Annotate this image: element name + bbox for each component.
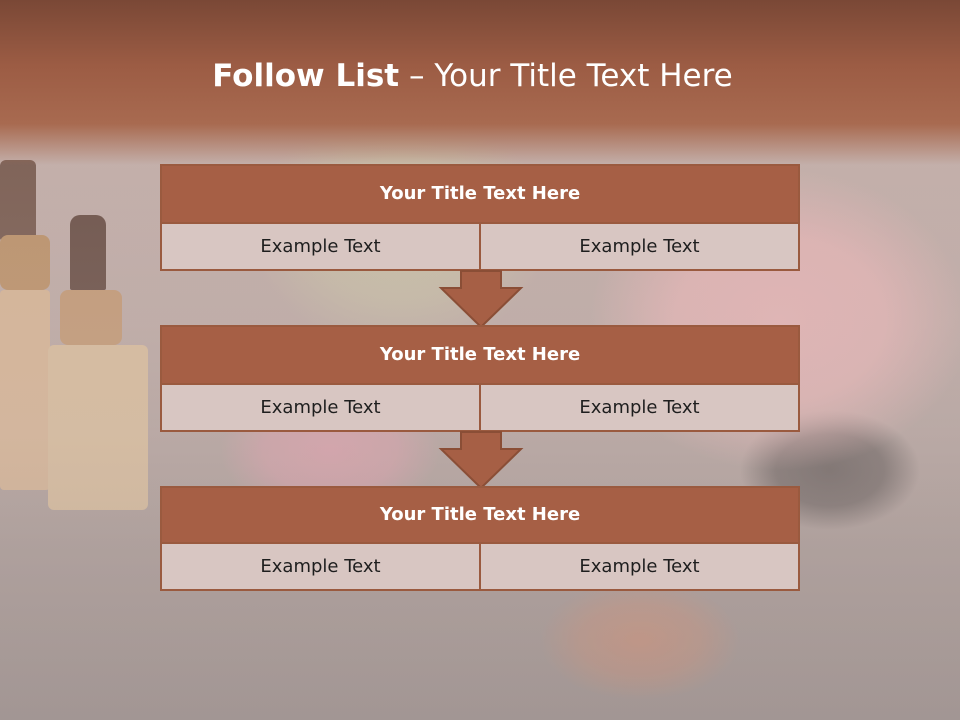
slide-title-bold: Follow List xyxy=(212,58,400,94)
step-cell-left: Example Text xyxy=(162,383,479,430)
step-row: Example Text Example Text xyxy=(162,222,798,269)
step-title: Your Title Text Here xyxy=(162,488,798,542)
step-cell-right: Example Text xyxy=(479,542,798,589)
slide-title: Follow List – Your Title Text Here xyxy=(0,52,945,100)
step-box-2: Your Title Text Here Example Text Exampl… xyxy=(160,325,800,432)
step-cell-right: Example Text xyxy=(479,383,798,430)
step-cell-left: Example Text xyxy=(162,222,479,269)
slide-title-rest: – Your Title Text Here xyxy=(399,58,733,94)
arrow-down-icon xyxy=(438,270,524,329)
step-row: Example Text Example Text xyxy=(162,542,798,589)
step-title: Your Title Text Here xyxy=(162,327,798,383)
step-cell-left: Example Text xyxy=(162,542,479,589)
step-box-3: Your Title Text Here Example Text Exampl… xyxy=(160,486,800,591)
header-band xyxy=(0,0,960,165)
step-cell-right: Example Text xyxy=(479,222,798,269)
oil-bottle-ring xyxy=(60,290,122,345)
oil-bottle xyxy=(0,290,50,490)
oil-bottle xyxy=(48,345,148,510)
oil-bottle-ring xyxy=(0,235,50,290)
step-title: Your Title Text Here xyxy=(162,166,798,222)
arrow-down-icon xyxy=(438,431,524,490)
oil-bottle-cap xyxy=(70,215,106,290)
step-box-1: Your Title Text Here Example Text Exampl… xyxy=(160,164,800,271)
step-row: Example Text Example Text xyxy=(162,383,798,430)
oil-bottle-cap xyxy=(0,160,36,240)
